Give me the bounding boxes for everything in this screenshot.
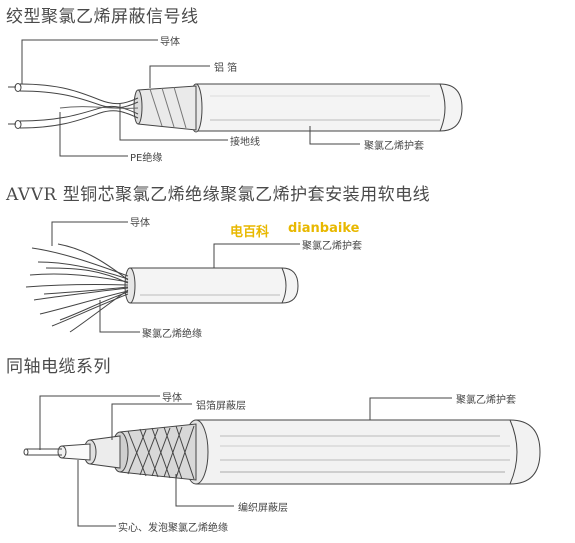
label-pvc-sheath-1: 聚氯乙烯护套: [364, 141, 424, 152]
label-pvc-insulation-2: 聚氯乙烯绝缘: [142, 329, 202, 340]
twisted-pair-cable: [8, 39, 463, 157]
label-insulation-3: 实心、发泡聚氯乙烯绝缘: [118, 523, 228, 534]
label-pe-insulation-1: PE绝缘: [130, 153, 163, 164]
label-conductor-1: 导体: [160, 37, 180, 48]
label-conductor-2: 导体: [130, 218, 150, 229]
section-2-title: AVVR 型铜芯聚氯乙烯绝缘聚氯乙烯护套安装用软电线: [6, 185, 431, 205]
label-ground-wire-1: 接地线: [230, 137, 260, 148]
label-braided-shield-3: 编织屏蔽层: [238, 503, 288, 514]
watermark-en: dianbaike: [288, 221, 360, 236]
label-conductor-3: 导体: [162, 393, 182, 404]
label-aluminum-foil-1: 铝 箔: [214, 63, 238, 74]
avvr-cable: [25, 221, 300, 333]
label-pvc-sheath-2: 聚氯乙烯护套: [302, 241, 362, 252]
section-3-title: 同轴电缆系列: [6, 357, 111, 377]
coaxial-cable: [23, 395, 541, 527]
section-1-title: 绞型聚氯乙烯屏蔽信号线: [6, 7, 199, 27]
label-foil-shield-3: 铝箔屏蔽层: [196, 401, 246, 412]
label-pvc-sheath-3: 聚氯乙烯护套: [456, 395, 516, 406]
watermark-cn: 电百科: [230, 225, 270, 240]
